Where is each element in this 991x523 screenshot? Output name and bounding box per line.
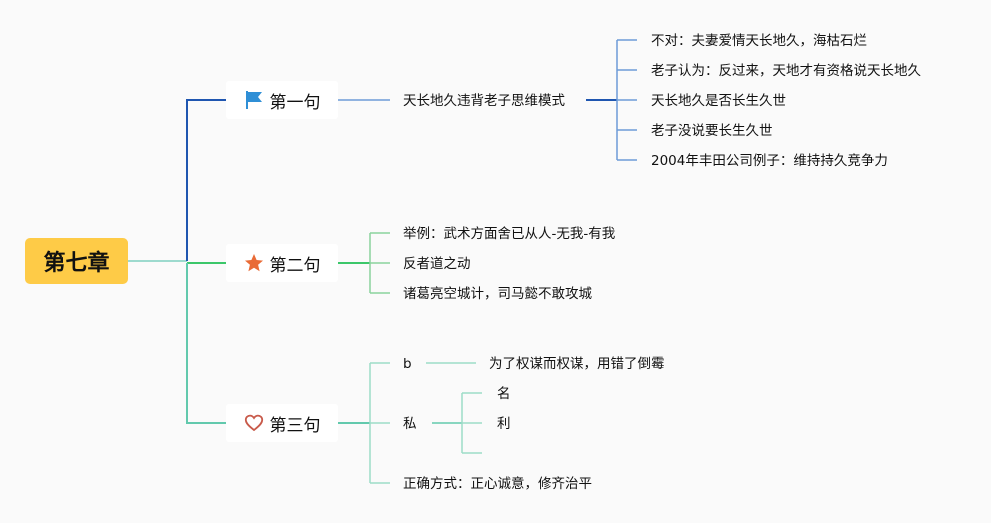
star-icon [244,253,264,273]
leaf-node[interactable]: 反者道之动 [403,256,471,272]
leaf-node[interactable]: 不对：夫妻爱情天长地久，海枯石烂 [651,33,867,49]
leaf-node[interactable]: 利 [497,416,511,432]
leaf-node[interactable]: 为了权谋而权谋，用错了倒霉 [489,356,665,372]
leaf-node[interactable]: 天长地久是否长生久世 [651,93,786,109]
leaf-node[interactable]: 老子认为：反过来，天地才有资格说天长地久 [651,63,921,79]
leaf-node[interactable]: 举例：武术方面舍已从人-无我-有我 [403,226,616,242]
leaf-node[interactable]: 名 [497,386,511,402]
leaf-node[interactable]: 正确方式：正心诚意，修齐治平 [403,476,592,492]
topic-node[interactable]: 天长地久违背老子思维模式 [403,93,565,109]
root-node[interactable]: 第七章 [25,238,128,284]
branch-label-1: 第一句 [269,92,321,113]
root-label: 第七章 [43,251,110,276]
topic-node[interactable]: b [403,356,412,372]
leaf-node[interactable]: 2004年丰田公司例子：维持持久竞争力 [651,153,888,169]
leaf-node[interactable]: 老子没说要长生久世 [651,123,773,139]
branch-label-2: 第二句 [269,255,321,276]
branch-label-3: 第三句 [269,415,321,436]
branch-node-2[interactable]: 第二句 [226,244,338,282]
branch-node-1[interactable]: 第一句 [226,81,338,119]
heart-icon [244,413,264,433]
topic-node[interactable]: 私 [403,416,417,432]
leaf-node[interactable]: 诸葛亮空城计，司马懿不敢攻城 [403,286,592,302]
branch-node-3[interactable]: 第三句 [226,404,338,442]
branch-3-link [186,263,226,424]
branch-1-link [186,99,226,261]
flag-icon [244,90,264,110]
